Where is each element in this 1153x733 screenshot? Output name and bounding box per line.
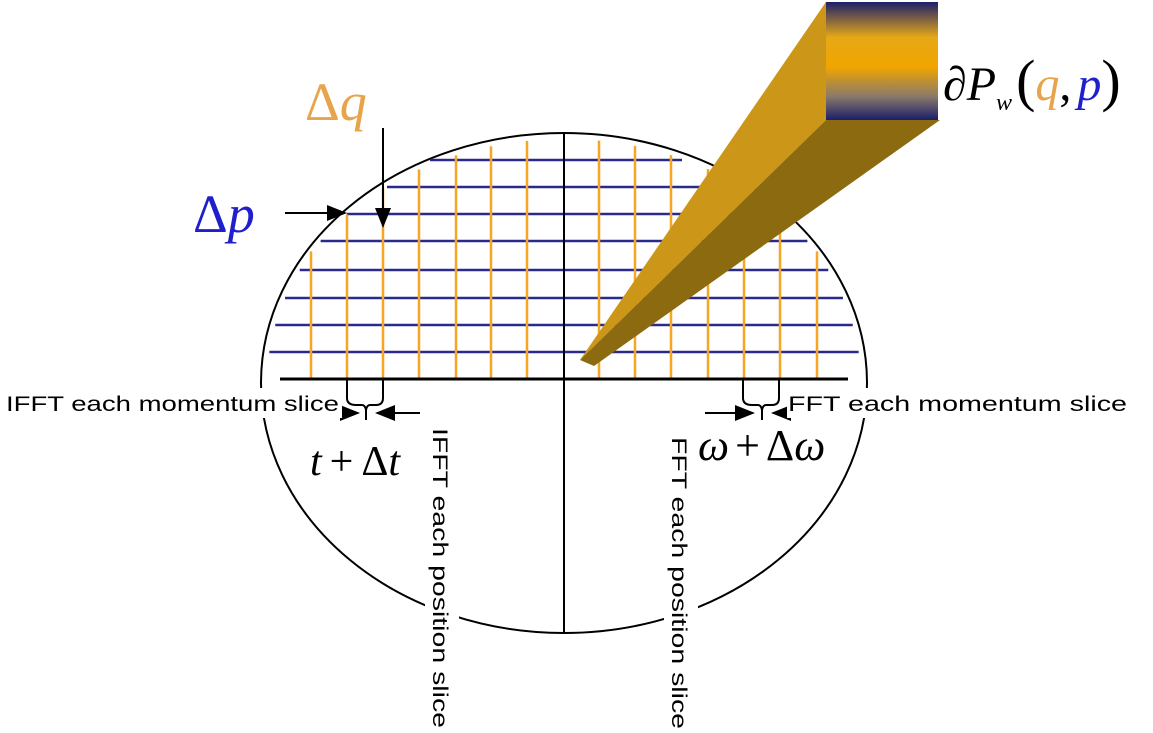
t-plus-delta-t: t+Δt: [310, 439, 401, 485]
omega-plus-delta-omega: ω+Δω: [698, 421, 825, 470]
probe-face: [826, 2, 938, 120]
fft-momentum-bg: [787, 388, 1132, 418]
position-grid-lines: [309, 140, 819, 379]
ifft-momentum-bg: [2, 388, 342, 418]
delta-p-label: Δp: [193, 184, 255, 244]
probe-beam: [580, 2, 940, 366]
fft-position-label: FFT each position slice: [667, 437, 690, 729]
ifft-momentum-label: IFFT each momentum slice: [6, 393, 339, 416]
delta-q-label: Δq: [305, 72, 367, 132]
probe-formula: ∂Pw(q,p): [943, 48, 1121, 116]
ifft-position-label: IFFT each position slice: [428, 428, 451, 728]
ifft-position-bg: [425, 425, 459, 731]
fft-momentum-label: FFT each momentum slice: [788, 393, 1127, 416]
fft-position-bg: [664, 435, 698, 731]
